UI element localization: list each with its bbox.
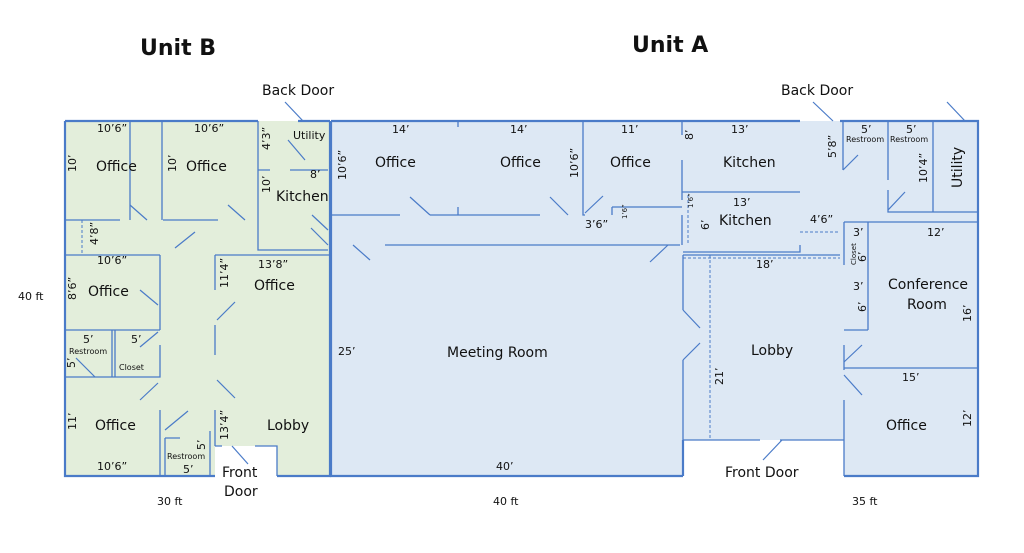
- unit-a-office-3-width: 11’: [621, 123, 639, 136]
- unit-a-utility-label: Utility: [950, 147, 966, 188]
- unit-b-restroom-1-label: Restroom: [69, 347, 107, 356]
- unit-a-office-4-label: Office: [886, 418, 927, 434]
- unit-b-office-bl-label: Office: [95, 418, 136, 434]
- unit-a-restroom-2-height: 10’4”: [917, 153, 930, 183]
- unit-b-restroom-2-label: Restroom: [167, 452, 205, 461]
- unit-b-hall-height: 4’8”: [88, 222, 101, 245]
- unit-a-office-1-height: 10’6”: [336, 150, 349, 180]
- unit-a-kitchen-2-label: Kitchen: [719, 213, 772, 229]
- unit-a-meeting-label: Meeting Room: [447, 345, 548, 361]
- unit-b-office-ml-height: 8’6”: [66, 277, 79, 300]
- unit-b-back-door-swing: [284, 101, 304, 122]
- building-height-label: 40 ft: [18, 290, 44, 303]
- unit-a-conference-label-1: Conference: [888, 277, 968, 293]
- unit-a-meeting-width: 40’: [496, 460, 514, 473]
- unit-b-office-mr-label: Office: [254, 278, 295, 294]
- unit-a-width-label-2: 35 ft: [852, 495, 878, 508]
- unit-b-utility-label: Utility: [293, 129, 326, 142]
- unit-b-office-bl-width: 10’6”: [97, 460, 127, 473]
- unit-b-restroom-2-width: 5’: [183, 463, 194, 476]
- unit-b-lobby-height: 13’4”: [218, 410, 231, 440]
- unit-a-kitchen-2-side-dim: 1’6”: [687, 193, 695, 208]
- unit-a-office-3-label: Office: [610, 155, 651, 171]
- unit-a-restroom-1-height: 5’8”: [826, 135, 839, 158]
- unit-b-office-tl-height: 10’: [66, 155, 79, 173]
- unit-a-width-label-1: 40 ft: [493, 495, 519, 508]
- unit-a-closet-2-width: 3’: [853, 280, 864, 293]
- unit-a-walls: [329, 119, 980, 478]
- unit-b-office-ml-label: Office: [88, 284, 129, 300]
- unit-a-conference-height: 16’: [961, 305, 974, 323]
- unit-a-kitchen-1-width: 13’: [731, 123, 749, 136]
- unit-a-meeting-height: 25’: [338, 345, 356, 358]
- unit-a-lobby-height: 21’: [713, 368, 726, 386]
- unit-a-office-1-width: 14’: [392, 123, 410, 136]
- unit-a-office-2-width: 14’: [510, 123, 528, 136]
- unit-b-closet-width: 5’: [131, 333, 142, 346]
- unit-b-office-tm-height: 10’: [166, 155, 179, 173]
- unit-b-front-door-label-2: Door: [224, 484, 258, 500]
- unit-a-back-door-swing: [812, 101, 834, 122]
- unit-a-front-door-label: Front Door: [725, 465, 799, 481]
- unit-b-kitchen-height: 10’: [260, 176, 273, 194]
- unit-b-walls: [63, 119, 332, 478]
- unit-a-office-1-label: Office: [375, 155, 416, 171]
- unit-b-width-label: 30 ft: [157, 495, 183, 508]
- unit-b-back-door-label: Back Door: [262, 83, 334, 99]
- unit-b-door-swings: [75, 139, 329, 465]
- unit-b-closet-label: Closet: [119, 363, 144, 372]
- unit-a-restroom-2-label: Restroom: [890, 135, 928, 144]
- unit-b-utility-height: 4’3”: [260, 127, 273, 150]
- unit-a-restroom-2-width: 5’: [906, 123, 917, 136]
- unit-b-kitchen-label: Kitchen: [276, 189, 329, 205]
- unit-a-restroom-1-width: 5’: [861, 123, 872, 136]
- unit-b-office-bl-height: 11’: [66, 413, 79, 431]
- unit-a-closet-2-height: 6’: [856, 302, 869, 313]
- unit-a-office-4-height: 12’: [961, 410, 974, 428]
- unit-b-office-mr-height: 11’4”: [218, 258, 231, 288]
- unit-a-kitchen-2-height: 6’: [699, 220, 712, 231]
- unit-b-kitchen-width: 8’: [310, 168, 321, 181]
- unit-b-office-tl-width: 10’6”: [97, 122, 127, 135]
- unit-a-kitchen-1-height: 8’: [683, 130, 696, 141]
- unit-a-door-swings: [311, 154, 906, 461]
- unit-b-office-tm-label: Office: [186, 159, 227, 175]
- unit-b-restroom-2-height: 5’: [195, 440, 208, 451]
- unit-b-office-tl-label: Office: [96, 159, 137, 175]
- unit-a-closet-label: Closet: [850, 243, 858, 265]
- unit-a-office-2-height: 10’6”: [568, 148, 581, 178]
- unit-a-lobby-width: 18’: [756, 258, 774, 271]
- unit-a-area: [331, 121, 978, 476]
- unit-a-title: Unit A: [632, 33, 708, 58]
- unit-a-conference-label-2: Room: [907, 297, 947, 313]
- unit-a-office-4-width: 15’: [902, 371, 920, 384]
- unit-b-office-tm-width: 10’6”: [194, 122, 224, 135]
- unit-a-closet-width: 3’: [853, 226, 864, 239]
- unit-a-gap-dim: 4’6”: [810, 213, 833, 226]
- unit-a-utility-door-swing: [946, 101, 966, 122]
- unit-a-lobby-label: Lobby: [751, 343, 793, 359]
- unit-b-front-door-label-1: Front: [222, 465, 258, 481]
- unit-a-restroom-1-label: Restroom: [846, 135, 884, 144]
- unit-a-kitchen-1-label: Kitchen: [723, 155, 776, 171]
- unit-a-office-2-label: Office: [500, 155, 541, 171]
- unit-b-office-ml-width: 10’6”: [97, 254, 127, 267]
- unit-a-hall-gap-dim: 3’6”: [585, 218, 608, 231]
- unit-a-kitchen-2-width: 13’: [733, 196, 751, 209]
- unit-b-restroom-1-width: 5’: [83, 333, 94, 346]
- unit-b-office-mr-width: 13’8”: [258, 258, 288, 271]
- unit-a-small-dim: 1’6”: [621, 204, 629, 219]
- unit-b-area: [65, 121, 330, 476]
- unit-b-restroom-1-height: 5’: [65, 358, 78, 369]
- unit-a-conference-width: 12’: [927, 226, 945, 239]
- unit-b-title: Unit B: [140, 36, 216, 61]
- unit-a-back-door-label: Back Door: [781, 83, 853, 99]
- unit-b-lobby-label: Lobby: [267, 418, 309, 434]
- unit-a-closet-height: 6’: [856, 252, 869, 263]
